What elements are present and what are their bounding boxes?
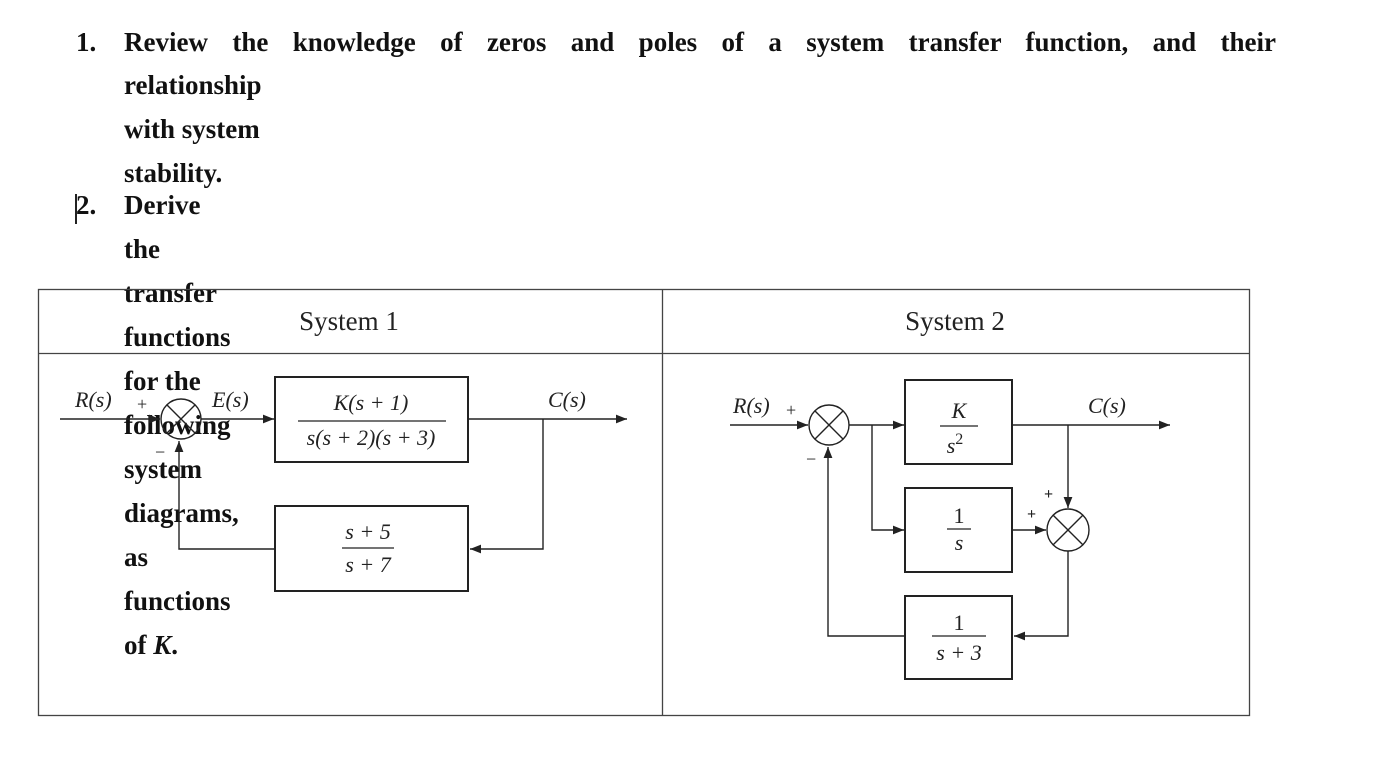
question-2-text-main: Derive the transfer functions for the fo… bbox=[124, 190, 239, 660]
table-border bbox=[37, 288, 1251, 717]
system-2-summing-junction-2 bbox=[1046, 508, 1090, 552]
system-1-summing-junction bbox=[160, 398, 202, 440]
text-cursor bbox=[75, 194, 77, 224]
system-1-plus-sign: + bbox=[137, 394, 147, 414]
system-1-feedback-denominator: s + 7 bbox=[345, 552, 391, 577]
system-2-header: System 2 bbox=[905, 306, 1005, 336]
system-2-bottom-block bbox=[904, 595, 1013, 680]
system-2-sum1-plus-sign: + bbox=[786, 400, 796, 420]
system-1-feedback-numerator: s + 5 bbox=[345, 519, 390, 544]
system-1-input-label: R(s) bbox=[74, 387, 112, 412]
system-2-feedback-path bbox=[823, 447, 905, 637]
system-1-diagram bbox=[60, 376, 627, 592]
system-1-header: System 1 bbox=[299, 306, 399, 336]
system-1-output-label: C(s) bbox=[548, 387, 586, 412]
system-2-output-label: C(s) bbox=[1088, 393, 1126, 418]
system-2-bottom-numerator: 1 bbox=[954, 610, 965, 635]
system-2-summing-junction-1 bbox=[808, 404, 850, 446]
system-1-feedback-path-right bbox=[470, 419, 544, 554]
system-2-sum2-plus-left: + bbox=[1027, 506, 1036, 523]
question-2-text: Derive the transfer functions for the fo… bbox=[124, 183, 239, 667]
system-2-middle-numerator: 1 bbox=[954, 503, 965, 528]
system-2-sum2-plus-top: + bbox=[1044, 486, 1053, 503]
system-2-diagram bbox=[730, 379, 1170, 680]
system-2-top-denominator: s2 bbox=[947, 431, 964, 458]
system-2-top-denominator-exponent: 2 bbox=[955, 431, 963, 448]
system-2-bottom-denominator: s + 3 bbox=[936, 640, 981, 665]
table-grid bbox=[37, 288, 1251, 717]
system-2-middle-block-input-arrow bbox=[871, 425, 904, 535]
system-1-error-label: E(s) bbox=[211, 387, 249, 412]
system-2-middle-denominator: s bbox=[955, 530, 964, 555]
question-2-number: 2. bbox=[76, 190, 97, 220]
question-1-text-line-2: relationship with system stability. bbox=[124, 70, 262, 188]
system-1-forward-denominator: s(s + 2)(s + 3) bbox=[307, 425, 436, 450]
system-1-minus-sign: − bbox=[155, 442, 165, 462]
system-1-forward-numerator: K(s + 1) bbox=[333, 390, 409, 415]
system-2-sum2-to-bottom-block-arrow bbox=[1014, 551, 1069, 641]
system-1-feedback-path-left bbox=[174, 441, 275, 550]
system-2-top-numerator: K bbox=[951, 398, 968, 423]
question-1-number: 1. bbox=[76, 27, 97, 57]
question-2-period: . bbox=[171, 630, 179, 660]
question-2-variable: K bbox=[153, 630, 172, 660]
system-2-input-label: R(s) bbox=[732, 393, 770, 418]
system-2-top-denominator-text: s bbox=[947, 433, 956, 458]
system-2-top-block bbox=[904, 379, 1013, 465]
question-1-text-line-1: Review the knowledge of zeros and poles … bbox=[124, 27, 1276, 57]
system-2-sum1-minus-sign: − bbox=[806, 449, 816, 469]
